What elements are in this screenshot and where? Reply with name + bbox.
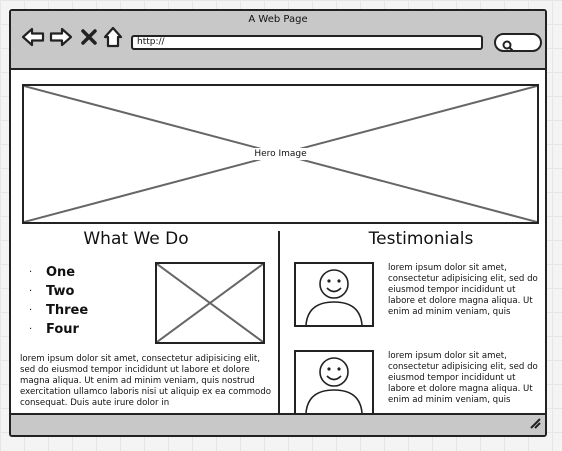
- hero-image-placeholder: Hero Image: [22, 84, 539, 224]
- what-we-do-paragraph: lorem ipsum dolor sit amet, consectetur …: [20, 354, 272, 408]
- list-item: ·One: [29, 265, 76, 280]
- forward-arrow-icon[interactable]: [49, 26, 73, 52]
- avatar: [294, 262, 374, 327]
- home-icon[interactable]: [103, 26, 123, 52]
- column-divider: [278, 231, 280, 417]
- what-we-do-title: What We Do: [83, 229, 189, 249]
- testimonial-text: lorem ipsum dolor sit amet, consectetur …: [388, 351, 538, 405]
- hero-image-label: Hero Image: [252, 148, 309, 160]
- close-x-icon[interactable]: [81, 29, 97, 49]
- url-input[interactable]: http://: [131, 35, 483, 50]
- browser-window: A Web Page http://: [9, 9, 547, 437]
- list-item: ·Four: [29, 322, 79, 337]
- list-item: ·Three: [29, 303, 89, 318]
- search-button[interactable]: [494, 33, 542, 52]
- browser-titlebar: A Web Page http://: [11, 11, 545, 70]
- resize-grip-icon[interactable]: [527, 414, 541, 433]
- window-title: A Web Page: [248, 14, 308, 25]
- testimonial-text: lorem ipsum dolor sit amet, consectetur …: [388, 263, 538, 317]
- browser-statusbar: [11, 413, 545, 435]
- back-arrow-icon[interactable]: [21, 26, 45, 52]
- search-icon: [502, 37, 514, 56]
- image-placeholder: [155, 262, 265, 344]
- avatar: [294, 350, 374, 415]
- list-item: ·Two: [29, 284, 75, 299]
- testimonials-title: Testimonials: [368, 229, 474, 249]
- what-we-do-list: ·One ·Two ·Three ·Four: [29, 263, 88, 339]
